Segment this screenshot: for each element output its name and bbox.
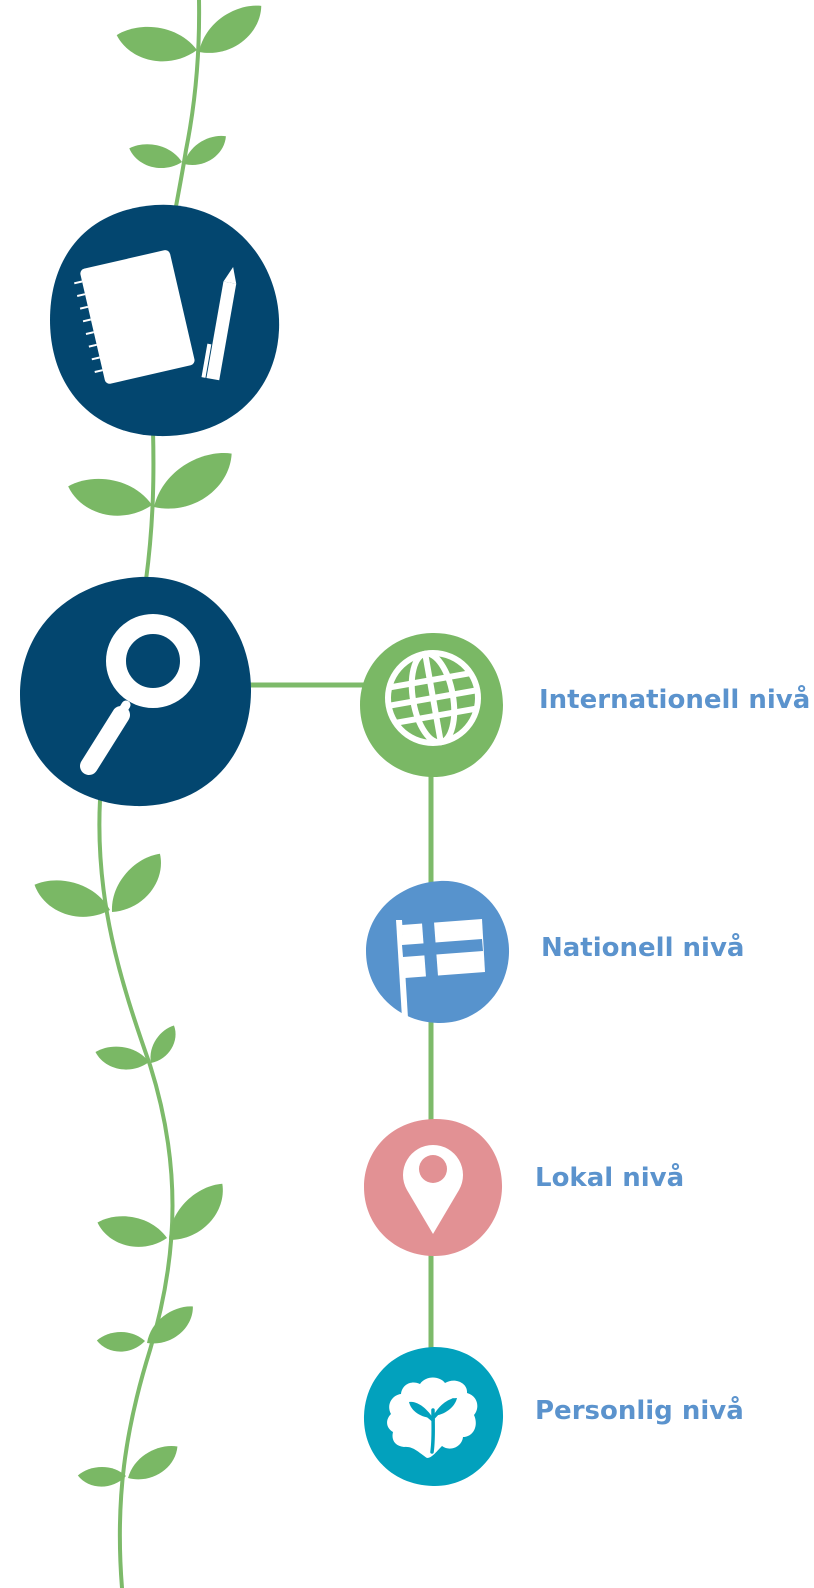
level-label-international: Internationell nivå	[539, 685, 811, 715]
leaf	[98, 852, 175, 915]
leaf	[149, 451, 237, 511]
leaf	[129, 135, 183, 176]
level-connector	[250, 682, 434, 1352]
level-label-personal: Personlig nivå	[535, 1396, 744, 1426]
notebook-node	[50, 204, 280, 437]
level-label-national: Nationell nivå	[541, 933, 745, 963]
leaf	[116, 11, 198, 76]
leaf	[157, 1182, 235, 1243]
leaf	[77, 1454, 127, 1498]
head-sprout-icon	[387, 1377, 478, 1458]
leaf	[67, 464, 153, 529]
vine-stem	[97, 0, 202, 1588]
national-level-node	[366, 880, 510, 1024]
magnifier-icon	[80, 614, 200, 775]
globe-icon	[385, 650, 481, 746]
search-node	[20, 576, 252, 807]
leaf	[34, 871, 111, 926]
leaf	[96, 1319, 146, 1363]
leaf	[97, 1204, 168, 1258]
leaf	[141, 1305, 199, 1346]
personal-level-node	[363, 1347, 504, 1487]
international-level-node	[360, 632, 503, 778]
leaf	[125, 1445, 180, 1481]
location-pin-icon	[403, 1145, 463, 1234]
level-label-local: Lokal nivå	[535, 1163, 685, 1193]
local-level-node	[364, 1118, 503, 1257]
notebook-pencil-icon	[74, 250, 237, 384]
flag-icon	[396, 919, 485, 1018]
leaf	[193, 4, 267, 55]
